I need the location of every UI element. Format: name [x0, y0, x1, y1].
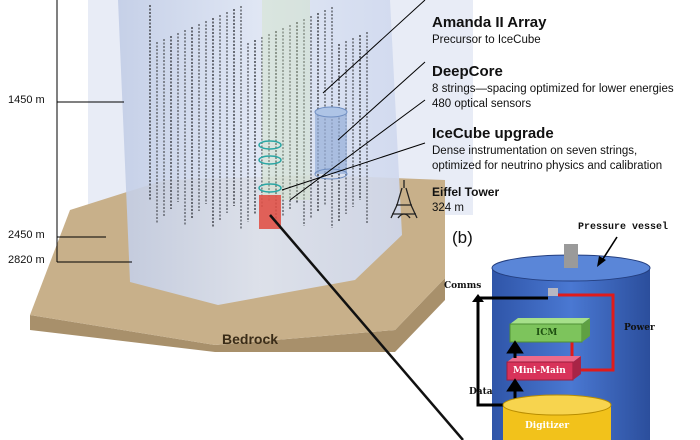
eiffel-height: 324 m — [432, 202, 464, 214]
icm-label: ICM — [536, 328, 558, 338]
amanda-title: Amanda II Array — [432, 14, 547, 31]
leader-to-panel-b — [269, 214, 464, 440]
data-label: Data — [469, 387, 493, 397]
comms-arrowhead — [472, 294, 484, 302]
connector-block — [548, 288, 558, 296]
deepcore-title: DeepCore — [432, 63, 503, 80]
upgrade-desc-1: Dense instrumentation on seven strings, — [432, 145, 638, 157]
depth-label-2820: 2820 m — [8, 254, 45, 266]
digitizer — [502, 394, 612, 440]
panel-b-tag: (b) — [452, 228, 473, 247]
depth-label-2450: 2450 m — [8, 229, 45, 241]
deepcore-highlight — [262, 0, 310, 200]
eiffel-title: Eiffel Tower — [432, 185, 500, 199]
amanda-cylinder — [314, 106, 348, 180]
callout-lines — [281, 0, 426, 201]
mini-main-label: Mini-Main — [513, 366, 566, 376]
upgrade-title: IceCube upgrade — [432, 125, 554, 142]
comms-label: Comms — [444, 281, 482, 291]
depth-ticks — [56, 0, 132, 263]
deepcore-desc-1: 8 strings—spacing optimized for lower en… — [432, 83, 674, 95]
pressure-vessel-arrowhead — [597, 256, 606, 267]
eiffel-tower-icon — [390, 180, 418, 219]
upgrade-rings — [258, 140, 282, 193]
mini-main-box — [506, 356, 581, 381]
power-wire — [558, 293, 615, 372]
ice-cylinder — [118, 0, 402, 305]
pressure-vessel-arrow — [600, 236, 618, 263]
depth-label-1450: 1450 m — [8, 94, 45, 106]
bedrock-side — [30, 278, 445, 352]
deepcore-desc-2: 480 optical sensors — [432, 98, 532, 110]
icm-box — [509, 318, 590, 343]
amanda-desc: Precursor to IceCube — [432, 34, 541, 46]
bedrock-label: Bedrock — [222, 331, 279, 347]
upgrade-desc-2: optimized for neutrino physics and calib… — [432, 160, 663, 172]
digitizer-label: Digitizer — [525, 421, 570, 431]
pressure-vessel-label: Pressure vessel — [578, 222, 669, 233]
data-arrows — [506, 340, 524, 402]
power-label: Power — [624, 323, 655, 333]
